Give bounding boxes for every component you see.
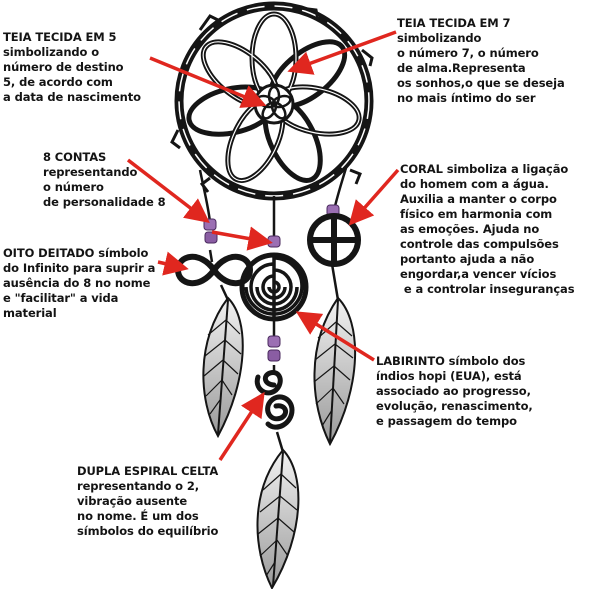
label-teia-sete: TEIA TECIDA EM 7 simbolizando o número 7… bbox=[397, 16, 565, 105]
coral-cross-symbol bbox=[307, 213, 361, 267]
arrow-oito bbox=[157, 251, 189, 276]
feather-right bbox=[313, 296, 357, 447]
arrow-teia5 bbox=[149, 56, 267, 108]
label-dupla-espiral: DUPLA ESPIRAL CELTA representando o 2, v… bbox=[77, 464, 219, 538]
infinity-symbol bbox=[174, 253, 254, 287]
labyrinth-symbol bbox=[239, 252, 309, 322]
feather-left bbox=[202, 296, 244, 439]
annotation-arrows bbox=[126, 30, 400, 461]
label-teia-cinco: TEIA TECIDA EM 5 simbolizando o número d… bbox=[3, 30, 141, 104]
label-oito-contas: 8 CONTAS representando o número de perso… bbox=[43, 150, 166, 209]
arrow-espiral bbox=[218, 391, 265, 461]
label-coral: CORAL simboliza a ligação do homem com a… bbox=[400, 162, 575, 296]
double-spiral-symbol bbox=[254, 370, 295, 430]
arrow-coral bbox=[348, 168, 400, 226]
arrow-contas-b bbox=[211, 226, 273, 251]
arrow-teia7 bbox=[287, 30, 397, 75]
label-oito-deitado: OITO DEITADO símbolo do Infinito para su… bbox=[3, 246, 156, 320]
arrow-contas-a bbox=[126, 158, 210, 223]
arrow-labirinto bbox=[295, 311, 375, 362]
feather-bottom bbox=[256, 448, 300, 589]
label-labirinto: LABIRINTO símbolo dos índios hopi (EUA),… bbox=[376, 354, 533, 428]
